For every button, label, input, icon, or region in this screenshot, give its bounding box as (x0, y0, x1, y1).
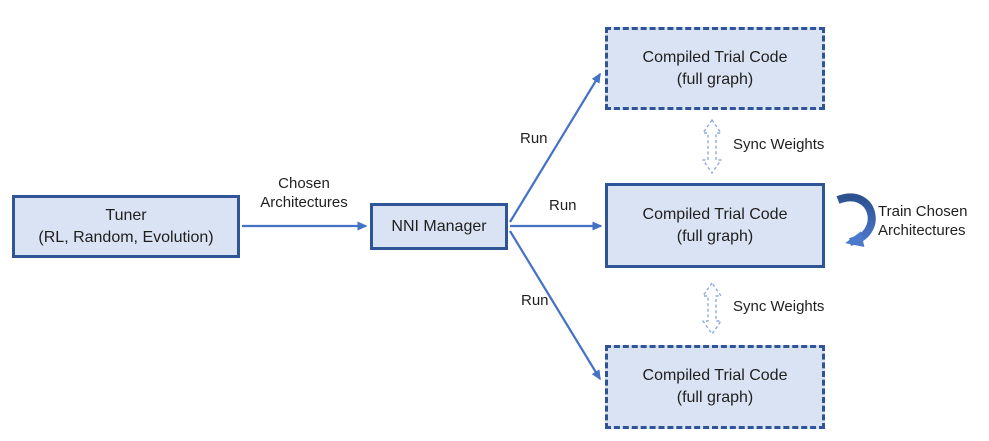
sync-weights-label-bottom: Sync Weights (733, 298, 825, 315)
trial-top-label-line1: Compiled Trial Code (642, 48, 788, 66)
compiled-trial-code-bottom-node: Compiled Trial Code (full graph) (605, 345, 825, 429)
train-chosen-line2: Architectures (878, 221, 966, 239)
compiled-trial-code-middle-node: Compiled Trial Code (full graph) (605, 183, 825, 268)
nni-manager-node: NNI Manager (370, 203, 508, 250)
sync-weights-double-arrow-top (702, 119, 722, 174)
trial-bottom-label-line2: (full graph) (676, 389, 754, 406)
run-label-top: Run (520, 130, 548, 147)
tuner-label-line1: Tuner (105, 206, 147, 224)
trial-middle-label-line2: (full graph) (676, 227, 754, 245)
compiled-trial-code-top-node: Compiled Trial Code (full graph) (605, 27, 825, 110)
sync-weights-label-top: Sync Weights (733, 136, 825, 153)
nni-manager-label: NNI Manager (391, 217, 487, 235)
tuner-node: Tuner (RL, Random, Evolution) (12, 195, 240, 258)
train-chosen-line1: Train Chosen (878, 203, 968, 220)
chosen-architectures-line2: Architectures (260, 193, 348, 211)
run-label-bottom: Run (521, 292, 549, 309)
chosen-architectures-line1: Chosen (278, 175, 330, 192)
run-label-middle: Run (549, 197, 577, 214)
chosen-architectures-label: Chosen Architectures (243, 175, 365, 213)
tuner-label-line2: (RL, Random, Evolution) (38, 228, 214, 246)
trial-top-label-line2: (full graph) (676, 70, 754, 88)
trial-bottom-label-line1: Compiled Trial Code (642, 367, 788, 385)
train-chosen-architectures-label: Train Chosen Architectures (878, 203, 968, 241)
sync-weights-double-arrow-bottom (702, 282, 722, 335)
train-loop-arrow (836, 193, 876, 247)
trial-middle-label-line1: Compiled Trial Code (642, 205, 788, 223)
